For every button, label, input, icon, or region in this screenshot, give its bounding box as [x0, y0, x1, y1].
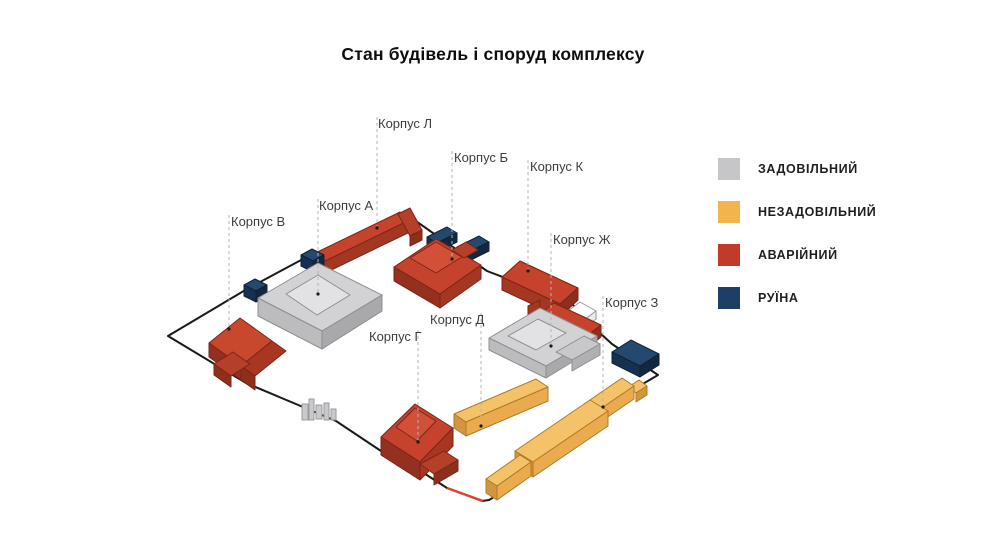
leader-dot: [526, 269, 530, 273]
building-label-text: Корпус Д: [430, 312, 485, 327]
boundary-red-segment: [446, 486, 484, 503]
building-label-korpus-d: Корпус Д: [430, 312, 485, 428]
building-labels: Корпус Л Корпус Б Корпус К Корпус А Корпус В…: [227, 116, 659, 444]
building-label-text: Корпус Ж: [553, 232, 611, 247]
building-korpus-g: [380, 403, 459, 486]
legend-swatch-emergency: [718, 244, 740, 266]
building-korpus-b: [393, 238, 482, 309]
legend-label: НЕЗАДОВІЛЬНИЙ: [758, 205, 877, 219]
leader-dot: [227, 327, 231, 331]
building-label-text: Корпус А: [319, 198, 374, 213]
building-label-korpus-z: Корпус З: [601, 295, 659, 409]
building-label-text: Корпус Л: [378, 116, 432, 131]
legend-swatch-unsatisfactory: [718, 201, 740, 223]
building-label-korpus-k: Корпус К: [526, 159, 584, 273]
building-label-text: Корпус З: [605, 295, 659, 310]
building-label-korpus-g: Корпус Г: [369, 329, 422, 444]
leader-dot: [450, 257, 454, 261]
page-title: Стан будівель і споруд комплексу: [341, 44, 645, 64]
building-label-korpus-l: Корпус Л: [375, 116, 432, 230]
building-korpus-v: [208, 317, 287, 391]
leader-dot: [416, 440, 420, 444]
leader-dot: [601, 405, 605, 409]
building-label-korpus-b: Корпус Б: [450, 150, 508, 261]
ruin-block-5: [611, 339, 660, 378]
building-label-korpus-v: Корпус В: [227, 214, 285, 331]
leader-dot: [375, 226, 379, 230]
legend-item-emergency: АВАРІЙНИЙ: [718, 244, 876, 266]
legend-item-ruin: РУЇНА: [718, 287, 876, 309]
leader-dot: [549, 344, 553, 348]
building-label-text: Корпус В: [231, 214, 285, 229]
building-label-korpus-zh: Корпус Ж: [549, 232, 611, 348]
legend-label: АВАРІЙНИЙ: [758, 248, 838, 262]
unlabeled-building-gray: [488, 307, 601, 379]
small-structures: [301, 398, 337, 421]
legend-item-unsatisfactory: НЕЗАДОВІЛЬНИЙ: [718, 201, 876, 223]
legend-swatch-satisfactory: [718, 158, 740, 180]
building-label-text: Корпус Б: [454, 150, 508, 165]
legend-label: ЗАДОВІЛЬНИЙ: [758, 162, 858, 176]
building-label-korpus-a: Корпус А: [316, 198, 374, 296]
legend: ЗАДОВІЛЬНИЙ НЕЗАДОВІЛЬНИЙ АВАРІЙНИЙ РУЇНА: [718, 158, 876, 309]
building-label-text: Корпус К: [530, 159, 584, 174]
legend-label: РУЇНА: [758, 291, 799, 305]
building-korpus-z: [485, 377, 648, 501]
building-korpus-d: [453, 378, 549, 437]
leader-dot: [479, 424, 483, 428]
leader-dot: [316, 292, 320, 296]
legend-item-satisfactory: ЗАДОВІЛЬНИЙ: [718, 158, 876, 180]
building-korpus-a: [257, 262, 383, 350]
legend-swatch-ruin: [718, 287, 740, 309]
building-korpus-k: [501, 260, 579, 318]
building-label-text: Корпус Г: [369, 329, 422, 344]
